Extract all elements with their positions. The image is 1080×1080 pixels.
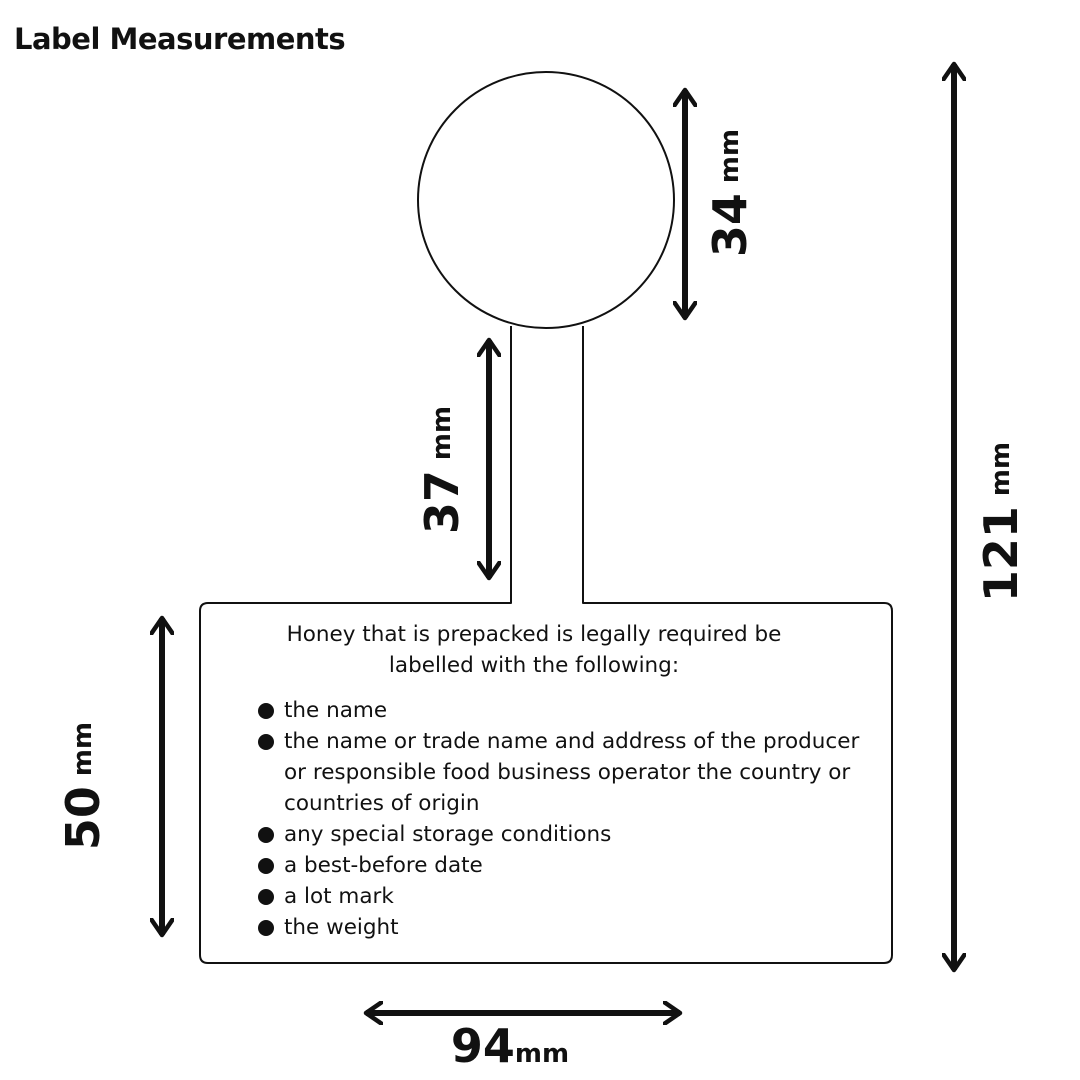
label-text-box: Honey that is prepacked is legally requi… [202,603,890,961]
list-item: the weight [258,912,880,943]
list-item: any special storage conditions [258,819,880,850]
label-intro-text: Honey that is prepacked is legally requi… [286,622,782,678]
stem-length-label: 37mm [415,406,469,534]
label-body-outline [199,326,893,964]
box-width-label: 94mm [451,1019,569,1073]
list-item: the name or trade name and address of th… [258,726,880,819]
list-item: a lot mark [258,881,880,912]
box-height-label: 50mm [56,722,110,850]
list-item: the name [258,695,880,726]
label-circle-outline [417,71,675,329]
page-title: Label Measurements [14,22,346,56]
circle-diameter-label: 34mm [703,129,757,257]
requirements-list: the name the name or trade name and addr… [258,695,880,943]
list-item: a best-before date [258,850,880,881]
total-height-label: 121mm [974,442,1028,602]
